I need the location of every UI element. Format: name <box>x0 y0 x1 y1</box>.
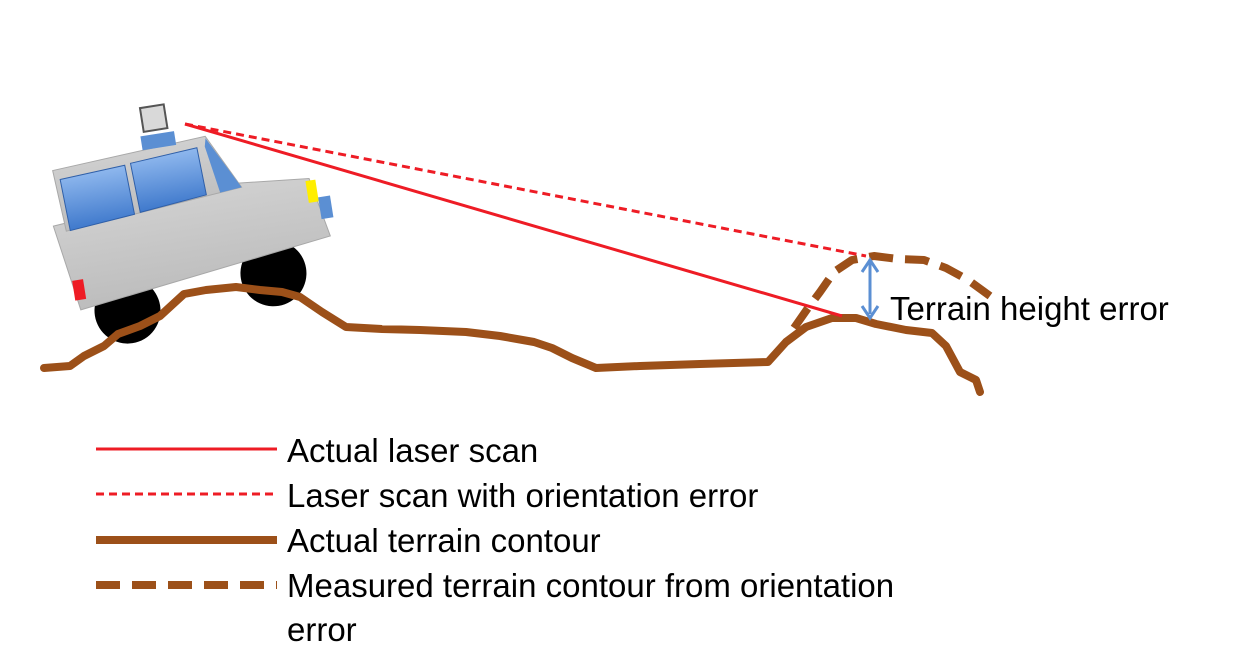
height-error-label: Terrain height error <box>890 290 1169 327</box>
laser-sensor-icon <box>138 103 169 133</box>
legend-label-measured-terrain-cont: error <box>287 611 357 648</box>
legend-label-measured-terrain: Measured terrain contour from orientatio… <box>287 567 894 604</box>
headlight <box>305 179 319 203</box>
measured-terrain-contour <box>790 252 993 331</box>
front-bumper <box>318 195 334 220</box>
height-error-arrow <box>860 257 880 321</box>
error-laser-scan-line <box>184 122 867 258</box>
actual-terrain-contour <box>40 283 984 396</box>
sensor-mount <box>140 131 177 151</box>
vehicle-front-window <box>129 147 207 213</box>
actual-laser-scan-line <box>184 122 843 318</box>
vehicle-rear-window <box>59 164 136 232</box>
legend-label-error-laser: Laser scan with orientation error <box>287 477 758 514</box>
taillight <box>72 279 87 301</box>
legend-label-actual-laser: Actual laser scan <box>287 432 538 469</box>
vehicle-icon <box>52 103 334 344</box>
legend-label-actual-terrain: Actual terrain contour <box>287 522 601 559</box>
legend: Actual laser scan Laser scan with orient… <box>96 432 894 648</box>
vehicle-windshield <box>204 138 242 193</box>
